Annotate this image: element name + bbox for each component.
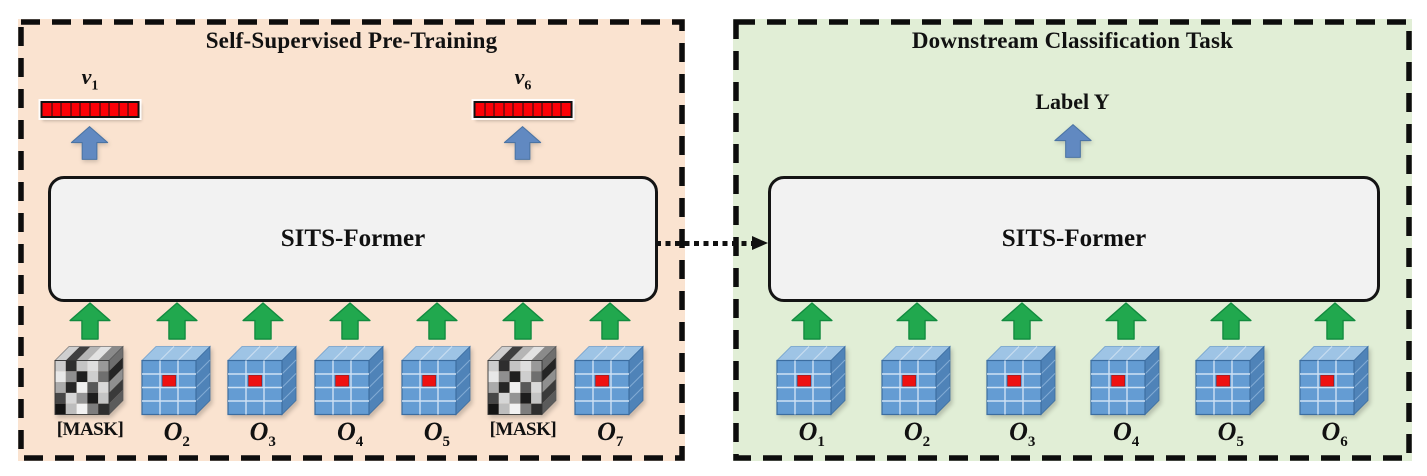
observation-label: O1 xyxy=(798,417,825,451)
input-column-o3: O3 xyxy=(213,302,313,450)
embedding-vector-icon xyxy=(473,100,573,118)
mask-token-label: [MASK] xyxy=(489,419,557,440)
green-up-arrow-icon xyxy=(156,302,198,340)
input-column-o1: O1 xyxy=(762,302,862,450)
predicted-vector-group-v6: v6 xyxy=(473,64,573,163)
predicted-vector-group-v1: v1 xyxy=(40,64,140,163)
green-up-arrow-icon xyxy=(329,302,371,340)
input-column-o2: O2 xyxy=(127,302,227,450)
observation-label: O5 xyxy=(1217,417,1244,451)
green-up-arrow-icon xyxy=(1210,302,1252,340)
vector-label-v6: v6 xyxy=(514,64,532,94)
patch-cube-icon xyxy=(574,345,644,416)
blue-up-arrow-icon xyxy=(504,125,542,160)
input-column-o6: O6 xyxy=(1285,302,1385,450)
pretraining-title: Self-Supervised Pre-Training xyxy=(205,28,498,53)
masked-patch-cube-icon xyxy=(54,346,124,415)
observation-label: O5 xyxy=(423,417,451,451)
green-up-arrow-icon xyxy=(416,302,458,340)
input-column-o3: O3 xyxy=(972,302,1072,450)
patch-cube-icon xyxy=(881,345,951,416)
pretraining-panel: Self-Supervised Pre-Training v1 v6 SITS-… xyxy=(18,19,685,461)
sits-former-box-downstream: SITS-Former xyxy=(768,176,1380,302)
input-column-o4: O4 xyxy=(1076,302,1176,450)
green-up-arrow-icon xyxy=(242,302,284,340)
mask-token-label: [MASK] xyxy=(56,419,124,440)
green-up-arrow-icon xyxy=(896,302,938,340)
input-column-mask-2: [MASK] xyxy=(473,302,573,442)
input-column-o2: O2 xyxy=(867,302,967,450)
observation-label: O3 xyxy=(1009,417,1036,451)
patch-cube-icon xyxy=(986,345,1056,416)
green-up-arrow-icon xyxy=(791,302,833,340)
input-column-mask-1: [MASK] xyxy=(40,302,140,442)
observation-label: O6 xyxy=(1321,417,1348,451)
observation-label: O3 xyxy=(249,417,276,451)
sits-former-box-pretraining: SITS-Former xyxy=(48,176,658,302)
input-column-o5: O5 xyxy=(387,302,487,450)
weight-transfer-arrow xyxy=(656,236,770,252)
dotted-line xyxy=(656,241,753,246)
green-up-arrow-icon xyxy=(589,302,631,340)
classification-output-group: Label Y xyxy=(733,89,1412,161)
blue-up-arrow-icon xyxy=(71,125,109,160)
green-up-arrow-icon xyxy=(1001,302,1043,340)
downstream-panel: Downstream Classification Task Label Y S… xyxy=(733,19,1412,461)
patch-cube-icon xyxy=(401,345,471,416)
observation-label: O2 xyxy=(163,417,190,451)
observation-label: O4 xyxy=(1113,417,1140,451)
arrowhead-icon xyxy=(752,236,768,250)
patch-cube-icon xyxy=(227,345,297,416)
patch-cube-icon xyxy=(141,345,211,416)
patch-cube-icon xyxy=(314,345,384,416)
observation-label: O2 xyxy=(903,417,931,451)
label-y: Label Y xyxy=(1035,89,1110,114)
green-up-arrow-icon xyxy=(1105,302,1147,340)
input-column-o4: O4 xyxy=(300,302,400,450)
patch-cube-icon xyxy=(776,345,846,416)
patch-cube-icon xyxy=(1298,345,1369,416)
observation-label: O4 xyxy=(337,417,364,451)
masked-patch-cube-icon xyxy=(487,346,557,415)
embedding-vector-icon xyxy=(40,100,140,118)
input-column-o5: O5 xyxy=(1181,302,1281,450)
patch-cube-icon xyxy=(1090,345,1160,416)
green-up-arrow-icon xyxy=(69,302,111,340)
green-up-arrow-icon xyxy=(1313,302,1356,340)
observation-label: O7 xyxy=(597,417,624,451)
vector-label-v1: v1 xyxy=(81,64,99,94)
downstream-title: Downstream Classification Task xyxy=(911,28,1234,53)
blue-up-arrow-icon xyxy=(1053,124,1092,158)
green-up-arrow-icon xyxy=(502,302,544,340)
patch-cube-icon xyxy=(1195,345,1265,416)
input-column-o7: O7 xyxy=(560,302,660,450)
